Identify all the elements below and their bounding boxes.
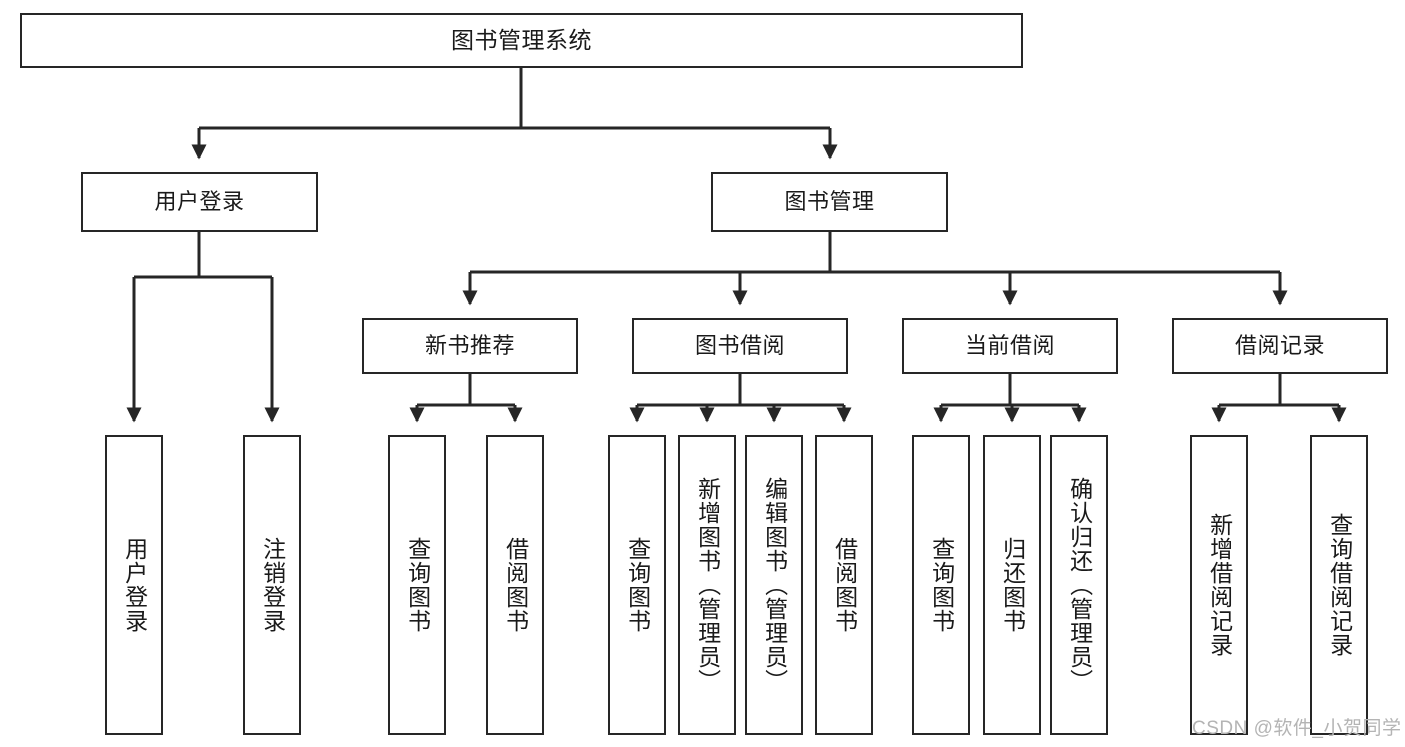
node-leaf-edit-book-label: 编辑图书（管理员）: [761, 477, 788, 693]
node-leaf-user-logout-label: 注销登录: [259, 537, 286, 633]
node-leaf-add-record-label: 新增借阅记录: [1206, 513, 1233, 657]
node-leaf-confirm-return-label: 确认归还（管理员）: [1066, 477, 1093, 693]
node-book-borrow[interactable]: 图书借阅: [632, 318, 848, 374]
node-leaf-user-login-label: 用户登录: [121, 537, 148, 633]
watermark: CSDN @软件_小贺同学: [1192, 718, 1402, 739]
node-leaf-query-book-3[interactable]: 查询图书: [912, 435, 970, 735]
node-leaf-query-book-2[interactable]: 查询图书: [608, 435, 666, 735]
node-borrow-record-label: 借阅记录: [1234, 333, 1325, 359]
node-leaf-query-book-1[interactable]: 查询图书: [388, 435, 446, 735]
node-leaf-query-book-2-label: 查询图书: [624, 537, 651, 633]
node-current-borrow[interactable]: 当前借阅: [902, 318, 1118, 374]
node-leaf-query-record[interactable]: 查询借阅记录: [1310, 435, 1368, 735]
node-borrow-record[interactable]: 借阅记录: [1172, 318, 1388, 374]
node-leaf-borrow-book-2-label: 借阅图书: [831, 537, 858, 633]
node-leaf-user-login[interactable]: 用户登录: [105, 435, 163, 735]
node-leaf-user-logout[interactable]: 注销登录: [243, 435, 301, 735]
node-root-label: 图书管理系统: [451, 27, 592, 54]
node-leaf-add-book-label: 新增图书（管理员）: [694, 477, 721, 693]
node-book-manage-label: 图书管理: [784, 189, 875, 215]
node-leaf-borrow-book-2[interactable]: 借阅图书: [815, 435, 873, 735]
node-leaf-borrow-book-1[interactable]: 借阅图书: [486, 435, 544, 735]
node-leaf-return-book-label: 归还图书: [999, 537, 1026, 633]
node-new-book-rec[interactable]: 新书推荐: [362, 318, 578, 374]
node-root[interactable]: 图书管理系统: [20, 13, 1023, 68]
node-leaf-add-book[interactable]: 新增图书（管理员）: [678, 435, 736, 735]
node-leaf-add-record[interactable]: 新增借阅记录: [1190, 435, 1248, 735]
node-leaf-confirm-return[interactable]: 确认归还（管理员）: [1050, 435, 1108, 735]
node-leaf-edit-book[interactable]: 编辑图书（管理员）: [745, 435, 803, 735]
node-leaf-return-book[interactable]: 归还图书: [983, 435, 1041, 735]
node-current-borrow-label: 当前借阅: [964, 333, 1055, 359]
node-leaf-query-book-1-label: 查询图书: [404, 537, 431, 633]
node-leaf-query-book-3-label: 查询图书: [928, 537, 955, 633]
node-leaf-query-record-label: 查询借阅记录: [1326, 513, 1353, 657]
node-user-login[interactable]: 用户登录: [81, 172, 318, 232]
node-book-borrow-label: 图书借阅: [694, 333, 785, 359]
node-new-book-rec-label: 新书推荐: [424, 333, 515, 359]
node-book-manage[interactable]: 图书管理: [711, 172, 948, 232]
node-user-login-label: 用户登录: [154, 189, 245, 215]
node-leaf-borrow-book-1-label: 借阅图书: [502, 537, 529, 633]
